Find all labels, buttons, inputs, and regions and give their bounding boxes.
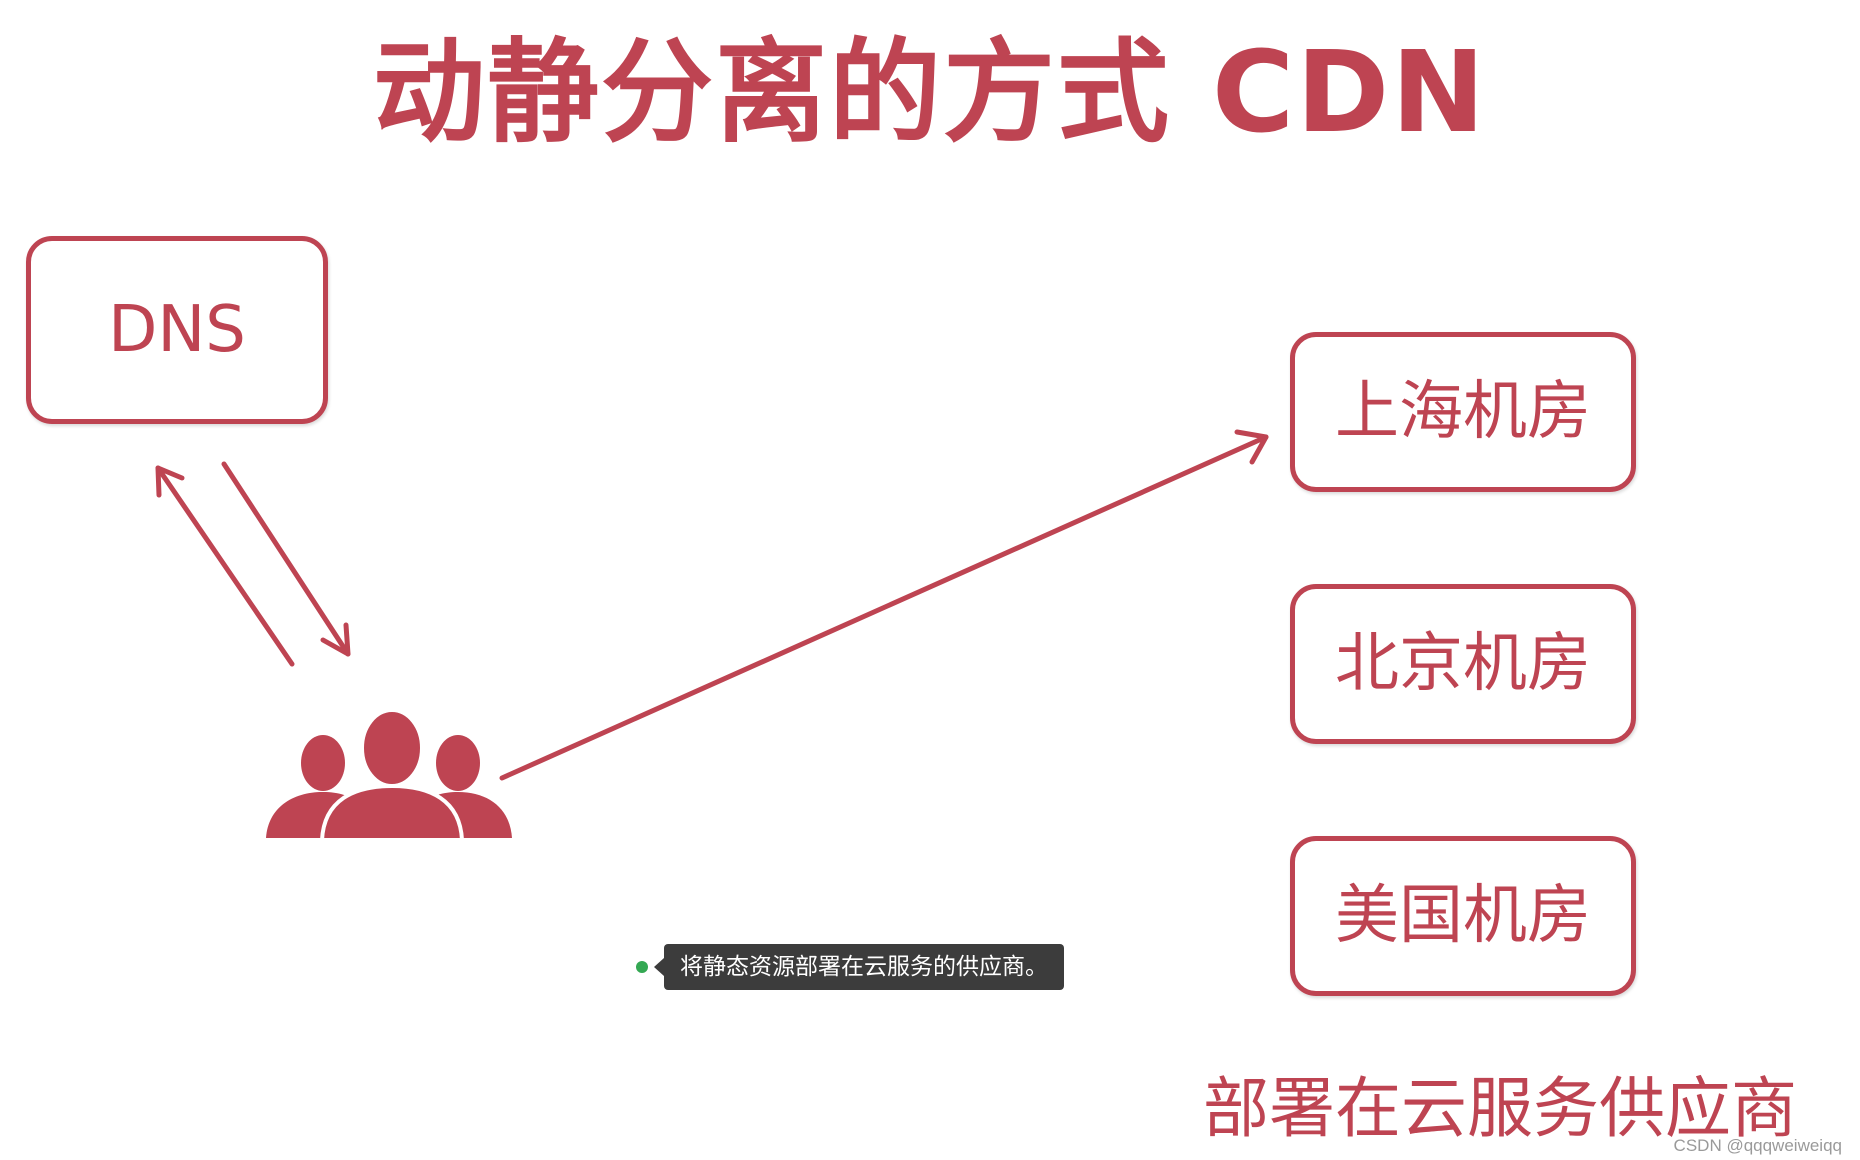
arrow-users-to-dns <box>155 465 295 667</box>
dns-box-label: DNS <box>108 293 246 367</box>
datacenter-usa-box: 美国机房 <box>1290 836 1636 996</box>
footer-note: 部署在云服务供应商 <box>1203 1070 1797 1147</box>
arrow-dns-to-users <box>221 461 351 657</box>
slide-title: 动静分离的方式 CDN <box>373 28 1487 158</box>
status-dot-icon <box>636 961 648 973</box>
datacenter-shanghai-box: 上海机房 <box>1290 332 1636 492</box>
users-group-icon <box>266 708 512 842</box>
tooltip-text: 将静态资源部署在云服务的供应商。 <box>664 944 1064 990</box>
caption-tooltip: 将静态资源部署在云服务的供应商。 <box>636 944 1064 990</box>
arrow-users-to-shanghai <box>499 429 1269 781</box>
tooltip-pointer <box>654 958 664 976</box>
datacenter-beijing-label: 北京机房 <box>1335 627 1591 701</box>
dns-box: DNS <box>26 236 328 424</box>
watermark: CSDN @qqqweiweiqq <box>1673 1136 1842 1155</box>
datacenter-usa-label: 美国机房 <box>1335 879 1591 953</box>
datacenter-shanghai-label: 上海机房 <box>1335 375 1591 449</box>
datacenter-beijing-box: 北京机房 <box>1290 584 1636 744</box>
